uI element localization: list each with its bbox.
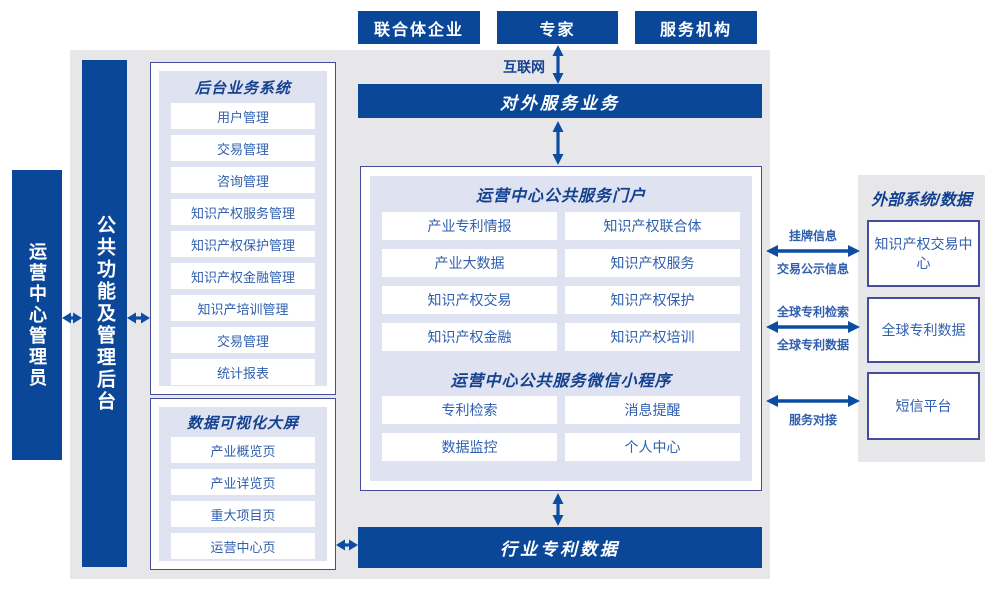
list-item: 知识产权金融管理 xyxy=(171,263,315,289)
dataviz-panel: 数据可视化大屏 产业概览页 产业详览页 重大项目页 运营中心页 xyxy=(159,407,327,561)
industry-patent-bar: 行业专利数据 xyxy=(358,527,762,568)
actor-box-consortium: 联合体企业 xyxy=(358,11,480,44)
bar-label: 对外服务业务 xyxy=(500,93,620,113)
miniprogram-item: 数据监控 xyxy=(382,433,557,461)
list-item: 交易管理 xyxy=(171,327,315,353)
portal-item: 知识产权联合体 xyxy=(565,212,740,240)
miniprogram-item: 个人中心 xyxy=(565,433,740,461)
actor-box-experts: 专家 xyxy=(497,11,618,44)
list-item: 用户管理 xyxy=(171,103,315,129)
external-service-bar: 对外服务业务 xyxy=(358,84,762,118)
double-arrow-icon xyxy=(62,312,82,324)
list-item: 知识产权保护管理 xyxy=(171,231,315,257)
list-item: 产业详览页 xyxy=(171,469,315,495)
list-item: 知识产培训管理 xyxy=(171,295,315,321)
backend-system-panel: 后台业务系统 用户管理 交易管理 咨询管理 知识产权服务管理 知识产权保护管理 … xyxy=(159,71,327,386)
actor-label: 服务机构 xyxy=(659,21,732,39)
list-item: 运营中心页 xyxy=(171,533,315,559)
list-item: 咨询管理 xyxy=(171,167,315,193)
portal-item: 产业专利情报 xyxy=(382,212,557,240)
actor-label: 联合体企业 xyxy=(373,21,464,39)
portal-item: 知识产权保护 xyxy=(565,286,740,314)
panel-title: 运营中心公共服务微信小程序 xyxy=(450,373,672,390)
actor-box-service-orgs: 服务机构 xyxy=(635,11,757,44)
miniprogram-grid: 专利检索 消息提醒 数据监控 个人中心 xyxy=(382,396,740,461)
backend-system-list: 用户管理 交易管理 咨询管理 知识产权服务管理 知识产权保护管理 知识产权金融管… xyxy=(171,103,315,385)
portal-panel: 运营中心公共服务门户 产业专利情报 知识产权联合体 产业大数据 知识产权服务 知… xyxy=(370,176,752,481)
link-label: 交易公示信息 xyxy=(776,262,849,276)
panel-title: 后台业务系统 xyxy=(194,79,291,97)
vertical-label: 运营中心管理员 xyxy=(27,241,47,389)
portal-box: 运营中心公共服务门户 产业专利情报 知识产权联合体 产业大数据 知识产权服务 知… xyxy=(360,166,762,491)
double-arrow-icon xyxy=(127,312,150,324)
internet-label: 互联网 xyxy=(503,59,545,75)
dataviz-list: 产业概览页 产业详览页 重大项目页 运营中心页 xyxy=(171,437,315,559)
backend-system-box: 后台业务系统 用户管理 交易管理 咨询管理 知识产权服务管理 知识产权保护管理 … xyxy=(150,62,336,395)
link-label: 全球专利检索 xyxy=(776,305,849,319)
double-arrow-icon xyxy=(766,245,860,257)
bar-label: 行业专利数据 xyxy=(500,540,620,559)
external-box-ip-trading-center: 知识产权交易中心 xyxy=(867,220,980,287)
miniprogram-item: 专利检索 xyxy=(382,396,557,424)
list-item: 产业概览页 xyxy=(171,437,315,463)
portal-item: 知识产权服务 xyxy=(565,249,740,277)
list-item: 交易管理 xyxy=(171,135,315,161)
double-arrow-icon xyxy=(766,321,860,333)
link-label: 全球专利数据 xyxy=(776,338,849,352)
double-arrow-icon xyxy=(336,539,358,551)
portal-item: 知识产权交易 xyxy=(382,286,557,314)
double-arrow-icon xyxy=(552,45,564,84)
portal-item: 知识产权培训 xyxy=(565,323,740,351)
list-item: 统计报表 xyxy=(171,359,315,385)
dataviz-box: 数据可视化大屏 产业概览页 产业详览页 重大项目页 运营中心页 xyxy=(150,398,336,570)
public-function-backend-bar: 公共功能及管理后台 xyxy=(82,60,127,567)
double-arrow-icon xyxy=(552,493,564,526)
external-box-global-patent-data: 全球专利数据 xyxy=(867,297,980,363)
miniprogram-item: 消息提醒 xyxy=(565,396,740,424)
double-arrow-icon xyxy=(766,395,860,407)
link-label: 服务对接 xyxy=(788,413,837,427)
list-item: 知识产权服务管理 xyxy=(171,199,315,225)
vertical-label: 公共功能及管理后台 xyxy=(94,214,115,413)
panel-title: 数据可视化大屏 xyxy=(186,414,299,432)
external-systems-title: 外部系统/数据 xyxy=(871,192,972,209)
double-arrow-icon xyxy=(552,121,564,165)
actor-label: 专家 xyxy=(539,21,576,39)
panel-title: 运营中心公共服务门户 xyxy=(475,188,646,205)
list-item: 重大项目页 xyxy=(171,501,315,527)
link-label: 挂牌信息 xyxy=(788,229,837,243)
external-box-sms-platform: 短信平台 xyxy=(867,372,980,440)
portal-grid: 产业专利情报 知识产权联合体 产业大数据 知识产权服务 知识产权交易 知识产权保… xyxy=(382,212,740,351)
portal-item: 产业大数据 xyxy=(382,249,557,277)
portal-item: 知识产权金融 xyxy=(382,323,557,351)
operation-admin-box: 运营中心管理员 xyxy=(12,170,62,460)
